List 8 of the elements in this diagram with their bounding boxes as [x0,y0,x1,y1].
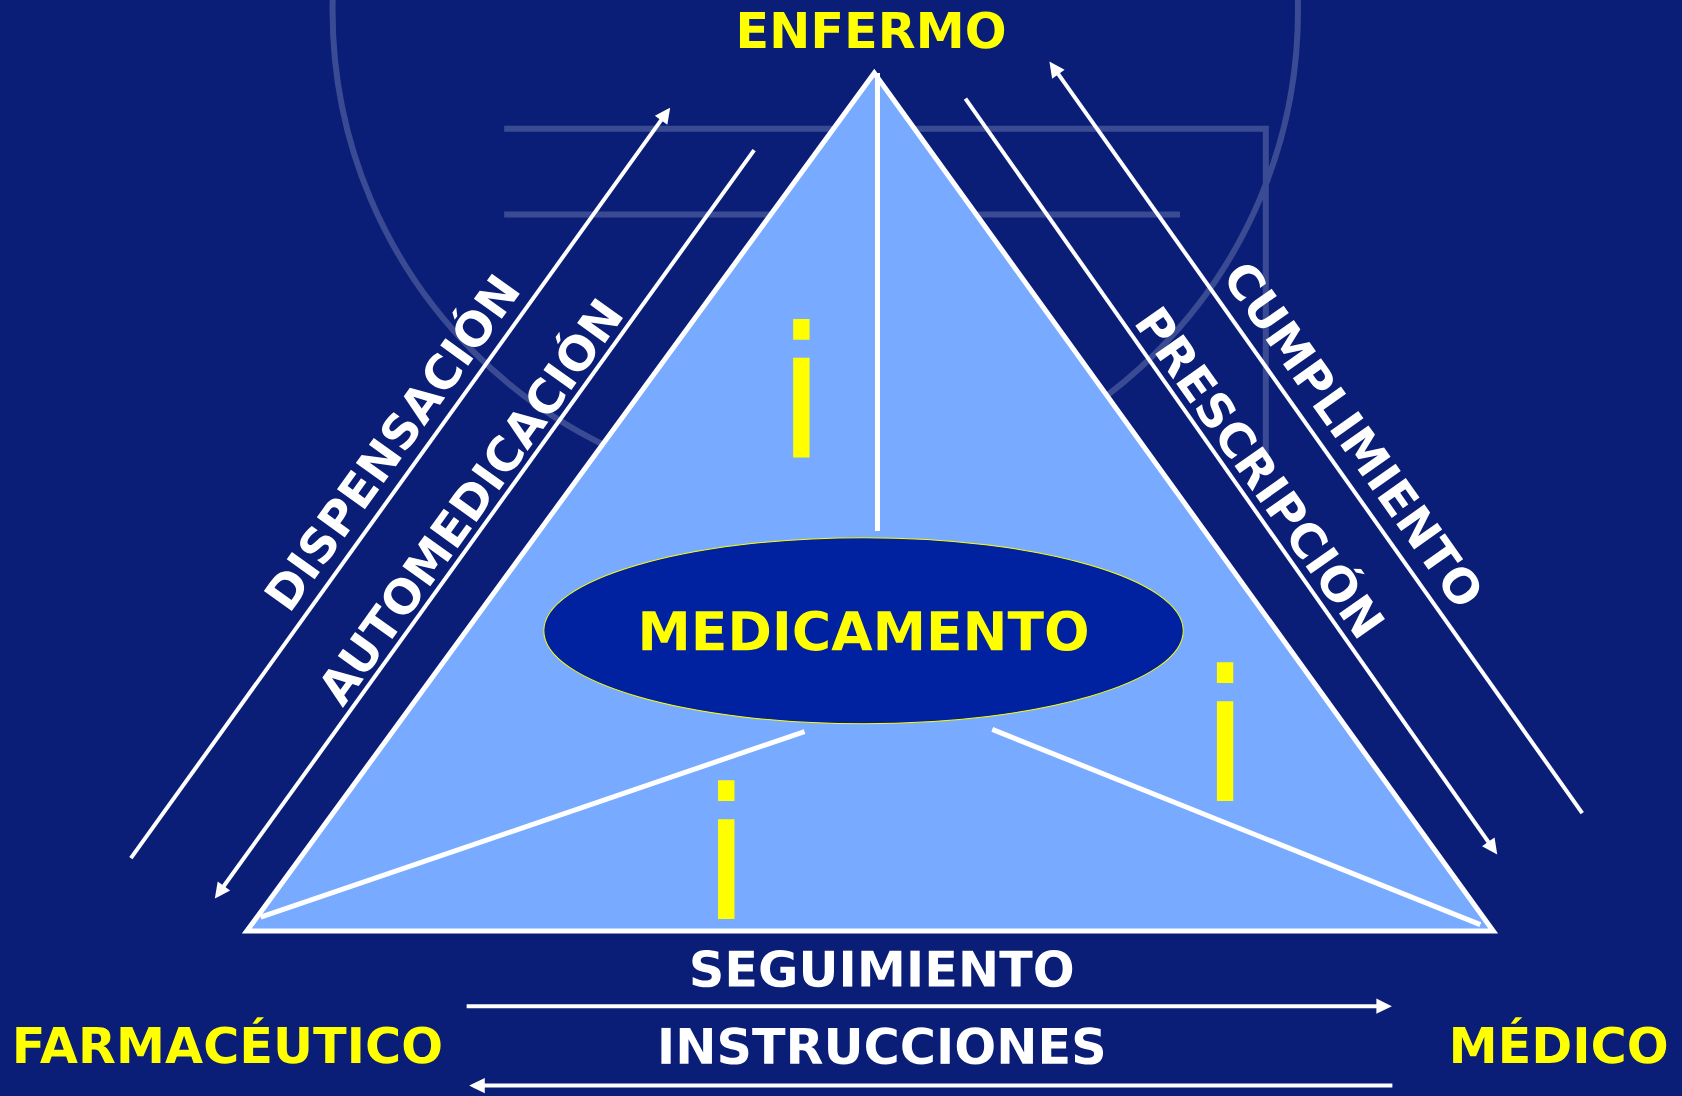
edge-label: SEGUIMIENTO [692,949,1073,988]
corner-label: MÉDICO [1453,1017,1667,1064]
edge-label: INSTRUCCIONES [661,1027,1104,1065]
info-letter: i [793,318,810,458]
corner-label: ENFERMO [739,11,1005,49]
info-letter: i [718,780,735,919]
info-letter: i [1216,662,1234,801]
corner-label: FARMACÉUTICO [16,1017,441,1064]
